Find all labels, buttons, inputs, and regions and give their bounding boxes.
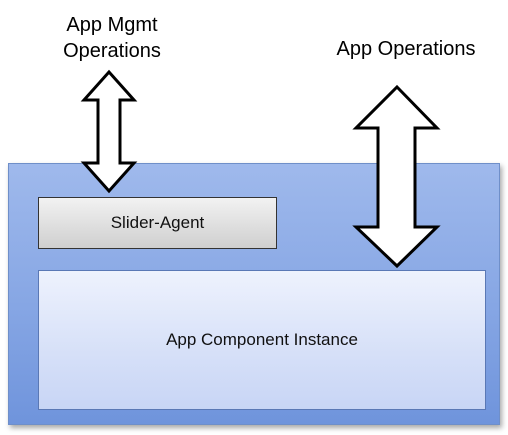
- app-mgmt-label-line2: Operations: [63, 40, 161, 62]
- app-mgmt-label-line1: App Mgmt: [66, 14, 158, 36]
- slider-agent-label: Slider-Agent: [110, 213, 205, 232]
- app-operations-label: App Operations: [336, 38, 476, 60]
- app-mgmt-operations-label: App Mgmt Operations: [42, 12, 182, 64]
- app-component-instance-label: App Component Instance: [166, 330, 358, 349]
- app-component-instance-box: App Component Instance: [38, 270, 486, 410]
- slider-agent-box: Slider-Agent: [38, 197, 277, 249]
